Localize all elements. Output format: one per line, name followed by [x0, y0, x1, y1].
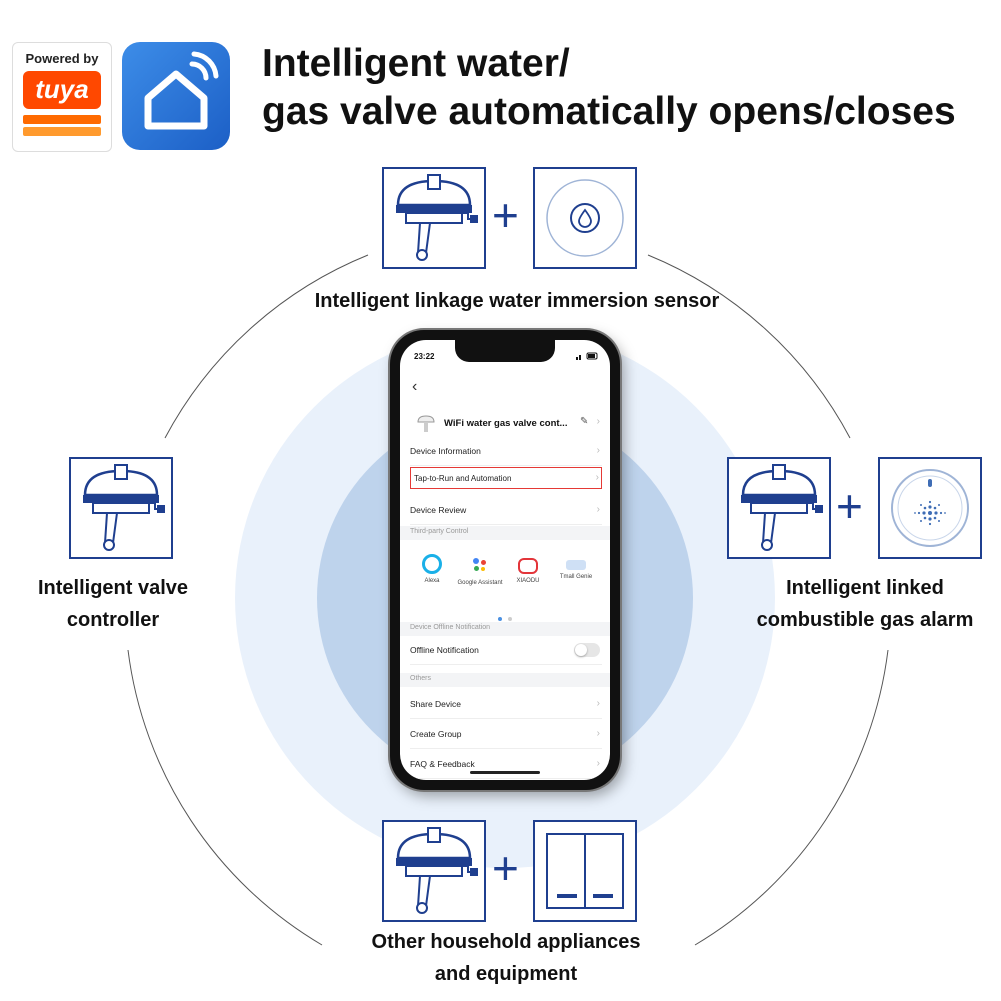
label-left-line2: controller	[66, 609, 160, 631]
section-others: Others	[410, 675, 432, 682]
home-indicator	[470, 771, 540, 774]
third-party-list: Alexa Google Assistant XIAODU Tmall Geni…	[408, 554, 608, 604]
gas-alarm-icon	[891, 469, 969, 547]
row-device-review[interactable]: Device Review ›	[410, 496, 602, 525]
row-label: Create Group	[410, 729, 462, 739]
row-create-group[interactable]: Create Group ›	[410, 720, 602, 749]
chevron-right-icon: ›	[595, 472, 599, 483]
section-third-party: Third-party Control	[410, 528, 469, 535]
headline: Intelligent water/ gas valve automatical…	[262, 40, 956, 136]
section-divider	[400, 673, 610, 687]
valve-controller-box-left	[69, 457, 173, 559]
third-party-alexa[interactable]: Alexa	[408, 554, 456, 584]
device-header[interactable]: WiFi water gas valve cont... ✎ ›	[410, 410, 602, 440]
chevron-right-icon: ›	[596, 728, 600, 739]
label-right-line1: Intelligent linked	[786, 577, 944, 599]
edit-pencil-icon[interactable]: ✎	[580, 416, 589, 427]
back-button[interactable]: ‹	[412, 378, 418, 395]
row-label: FAQ & Feedback	[410, 759, 475, 769]
row-label: Device Review	[410, 505, 467, 515]
section-divider	[400, 526, 610, 540]
google-assistant-icon	[469, 554, 491, 576]
chevron-right-icon: ›	[596, 698, 600, 709]
tuya-logo: Powered by tuya	[12, 42, 112, 152]
chevron-right-icon: ›	[596, 504, 600, 515]
third-party-xiaodu[interactable]: XIAODU	[504, 554, 552, 584]
valve-controller-box-bottom	[382, 820, 486, 922]
third-party-label: XIAODU	[516, 578, 540, 584]
label-right: Intelligent linked combustible gas alarm	[752, 572, 978, 636]
label-left: Intelligent valve controller	[20, 572, 206, 636]
device-name: WiFi water gas valve cont...	[444, 418, 568, 429]
third-party-label: Google Assistant	[457, 580, 503, 586]
water-sensor-icon	[546, 179, 624, 257]
third-party-label: Alexa	[424, 578, 440, 584]
alexa-icon	[422, 554, 442, 574]
label-top: Intelligent linkage water immersion sens…	[314, 290, 720, 312]
valve-icon	[396, 827, 478, 914]
row-label: Device Information	[410, 446, 481, 456]
offline-notification-toggle[interactable]	[574, 643, 600, 657]
wall-switch-icon	[546, 833, 624, 909]
xiaodu-icon	[518, 558, 538, 574]
row-share-device[interactable]: Share Device ›	[410, 690, 602, 719]
chevron-right-icon: ›	[596, 416, 600, 427]
gas-alarm-box	[878, 457, 982, 559]
chevron-right-icon: ›	[596, 445, 600, 456]
smartphone: 23:22 ‹ WiFi water gas valve cont... ✎ ›…	[390, 330, 620, 790]
plus-sign: +	[492, 189, 519, 241]
plus-sign: +	[836, 480, 863, 532]
row-device-information[interactable]: Device Information ›	[410, 437, 602, 466]
label-right-line2: combustible gas alarm	[756, 609, 974, 631]
logo-stripe	[23, 127, 101, 136]
third-party-tmall[interactable]: Tmall Genie	[552, 554, 600, 580]
valve-controller-box	[382, 167, 486, 269]
section-offline: Device Offline Notification	[410, 624, 491, 631]
headline-line1: Intelligent water/	[262, 42, 570, 85]
label-bottom-line1: Other household appliances	[371, 931, 641, 953]
row-label: Offline Notification	[410, 645, 479, 655]
third-party-google[interactable]: Google Assistant	[456, 554, 504, 586]
status-time: 23:22	[414, 352, 435, 361]
pager-dots	[498, 608, 513, 626]
label-left-line1: Intelligent valve	[37, 577, 189, 599]
row-offline-notification: Offline Notification	[410, 636, 602, 665]
row-faq-feedback[interactable]: FAQ & Feedback ›	[410, 750, 602, 779]
wifi-icon	[576, 352, 598, 360]
tuya-wordmark: tuya	[23, 71, 101, 109]
logo-stripe	[23, 115, 101, 124]
row-tap-to-run[interactable]: Tap-to-Run and Automation ›	[410, 467, 602, 489]
label-bottom-line2: and equipment	[434, 963, 578, 985]
row-label: Share Device	[410, 699, 462, 709]
water-sensor-box	[533, 167, 637, 269]
valve-icon	[83, 464, 165, 551]
powered-by-text: Powered by	[25, 51, 99, 66]
row-label: Tap-to-Run and Automation	[414, 474, 512, 483]
chevron-right-icon: ›	[596, 758, 600, 769]
valve-thumbnail-icon	[417, 415, 435, 432]
phone-notch	[455, 340, 555, 362]
wall-switch-box	[533, 820, 637, 922]
third-party-label: Tmall Genie	[559, 574, 593, 580]
tmall-genie-icon	[566, 560, 586, 570]
section-divider	[400, 622, 610, 636]
headline-line2: gas valve automatically opens/closes	[262, 90, 956, 133]
plus-sign: +	[492, 842, 519, 894]
valve-icon	[741, 464, 823, 551]
valve-controller-box-right	[727, 457, 831, 559]
status-icons	[576, 352, 598, 362]
label-bottom: Other household appliances and equipment	[338, 926, 674, 990]
valve-icon	[396, 174, 478, 261]
smart-home-icon	[144, 51, 219, 130]
phone-screen: 23:22 ‹ WiFi water gas valve cont... ✎ ›…	[400, 340, 610, 780]
smart-home-app-icon	[122, 42, 230, 150]
